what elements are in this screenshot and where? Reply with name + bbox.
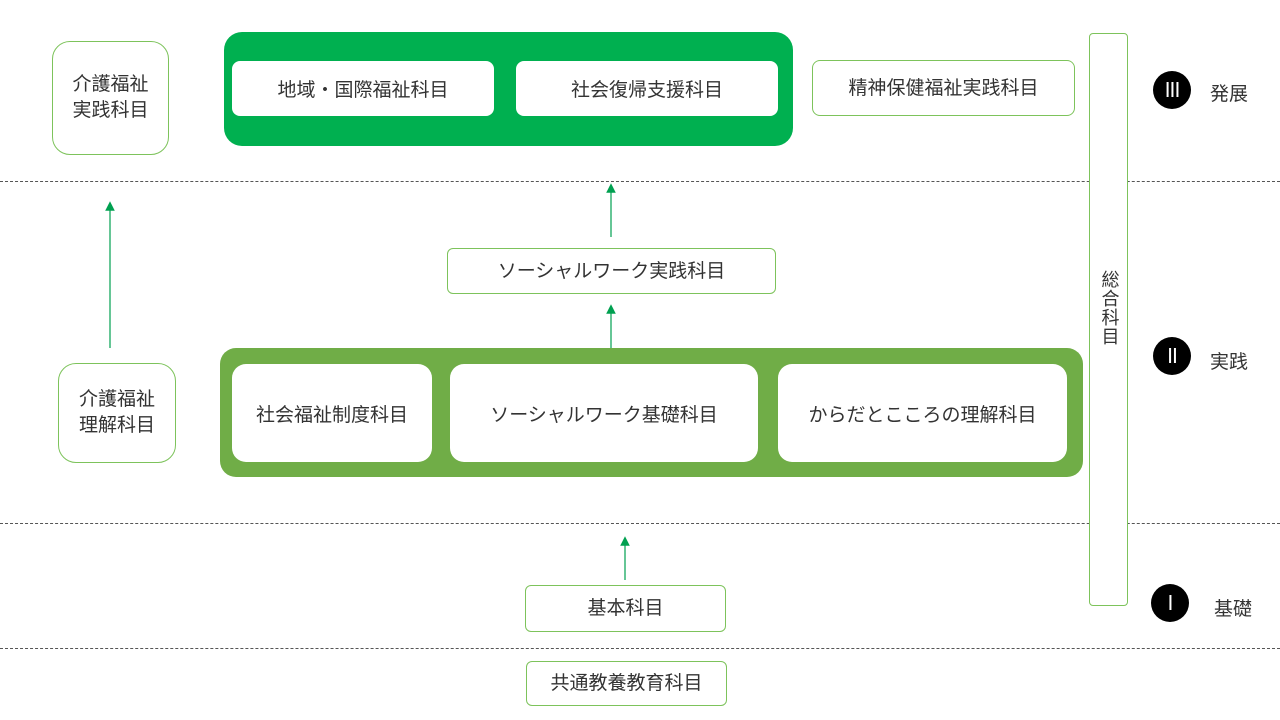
level-1-label: 基礎	[1214, 598, 1253, 620]
mental-health-practice-box: 精神保健福祉実践科目	[812, 60, 1075, 116]
regional-international-welfare-label: 地域・国際福祉科目	[277, 79, 449, 101]
social-reintegration-card: 社会復帰支援科目	[516, 61, 778, 116]
social-work-practice-box: ソーシャルワーク実践科目	[447, 248, 776, 294]
nursing-understanding-label: 介護福祉 理解科目	[78, 388, 155, 436]
level-2-badge: II	[1153, 337, 1191, 375]
social-work-basics-label: ソーシャルワーク基礎科目	[490, 403, 718, 426]
level-2-label: 実践	[1210, 351, 1249, 373]
level-divider-top	[0, 181, 1280, 182]
body-mind-understanding-label: からだとこころの理解科目	[808, 403, 1037, 426]
social-welfare-system-label: 社会福祉制度科目	[255, 403, 408, 426]
mental-health-practice-label: 精神保健福祉実践科目	[848, 76, 1039, 99]
nursing-understanding-box: 介護福祉 理解科目	[58, 363, 176, 463]
body-mind-understanding-card: からだとこころの理解科目	[778, 364, 1067, 462]
nursing-practice-label: 介護福祉 実践科目	[72, 73, 149, 121]
comprehensive-subjects-label: 総合科目	[1098, 270, 1120, 346]
general-education-label: 共通教養教育科目	[550, 672, 703, 695]
social-welfare-system-card: 社会福祉制度科目	[232, 364, 432, 462]
social-work-practice-label: ソーシャルワーク実践科目	[497, 259, 726, 282]
level-divider-middle	[0, 523, 1280, 524]
level-3-badge: III	[1153, 71, 1191, 109]
social-work-basics-card: ソーシャルワーク基礎科目	[450, 364, 758, 462]
basic-subjects-box: 基本科目	[525, 585, 726, 632]
general-education-box: 共通教養教育科目	[526, 661, 727, 706]
level-3-label: 発展	[1210, 83, 1249, 105]
level-3-numeral: III	[1164, 78, 1181, 102]
regional-international-welfare-card: 地域・国際福祉科目	[232, 61, 494, 116]
level-2-numeral: II	[1167, 344, 1178, 368]
level-1-numeral: I	[1167, 591, 1174, 615]
comprehensive-subjects-text-wrap: 総合科目	[1089, 270, 1128, 370]
social-reintegration-label: 社会復帰支援科目	[570, 79, 723, 101]
level-1-badge: I	[1151, 584, 1189, 622]
basic-subjects-label: 基本科目	[587, 597, 664, 620]
level-divider-bottom	[0, 648, 1280, 649]
nursing-practice-box: 介護福祉 実践科目	[52, 41, 169, 155]
comprehensive-subjects-box	[1089, 33, 1128, 606]
